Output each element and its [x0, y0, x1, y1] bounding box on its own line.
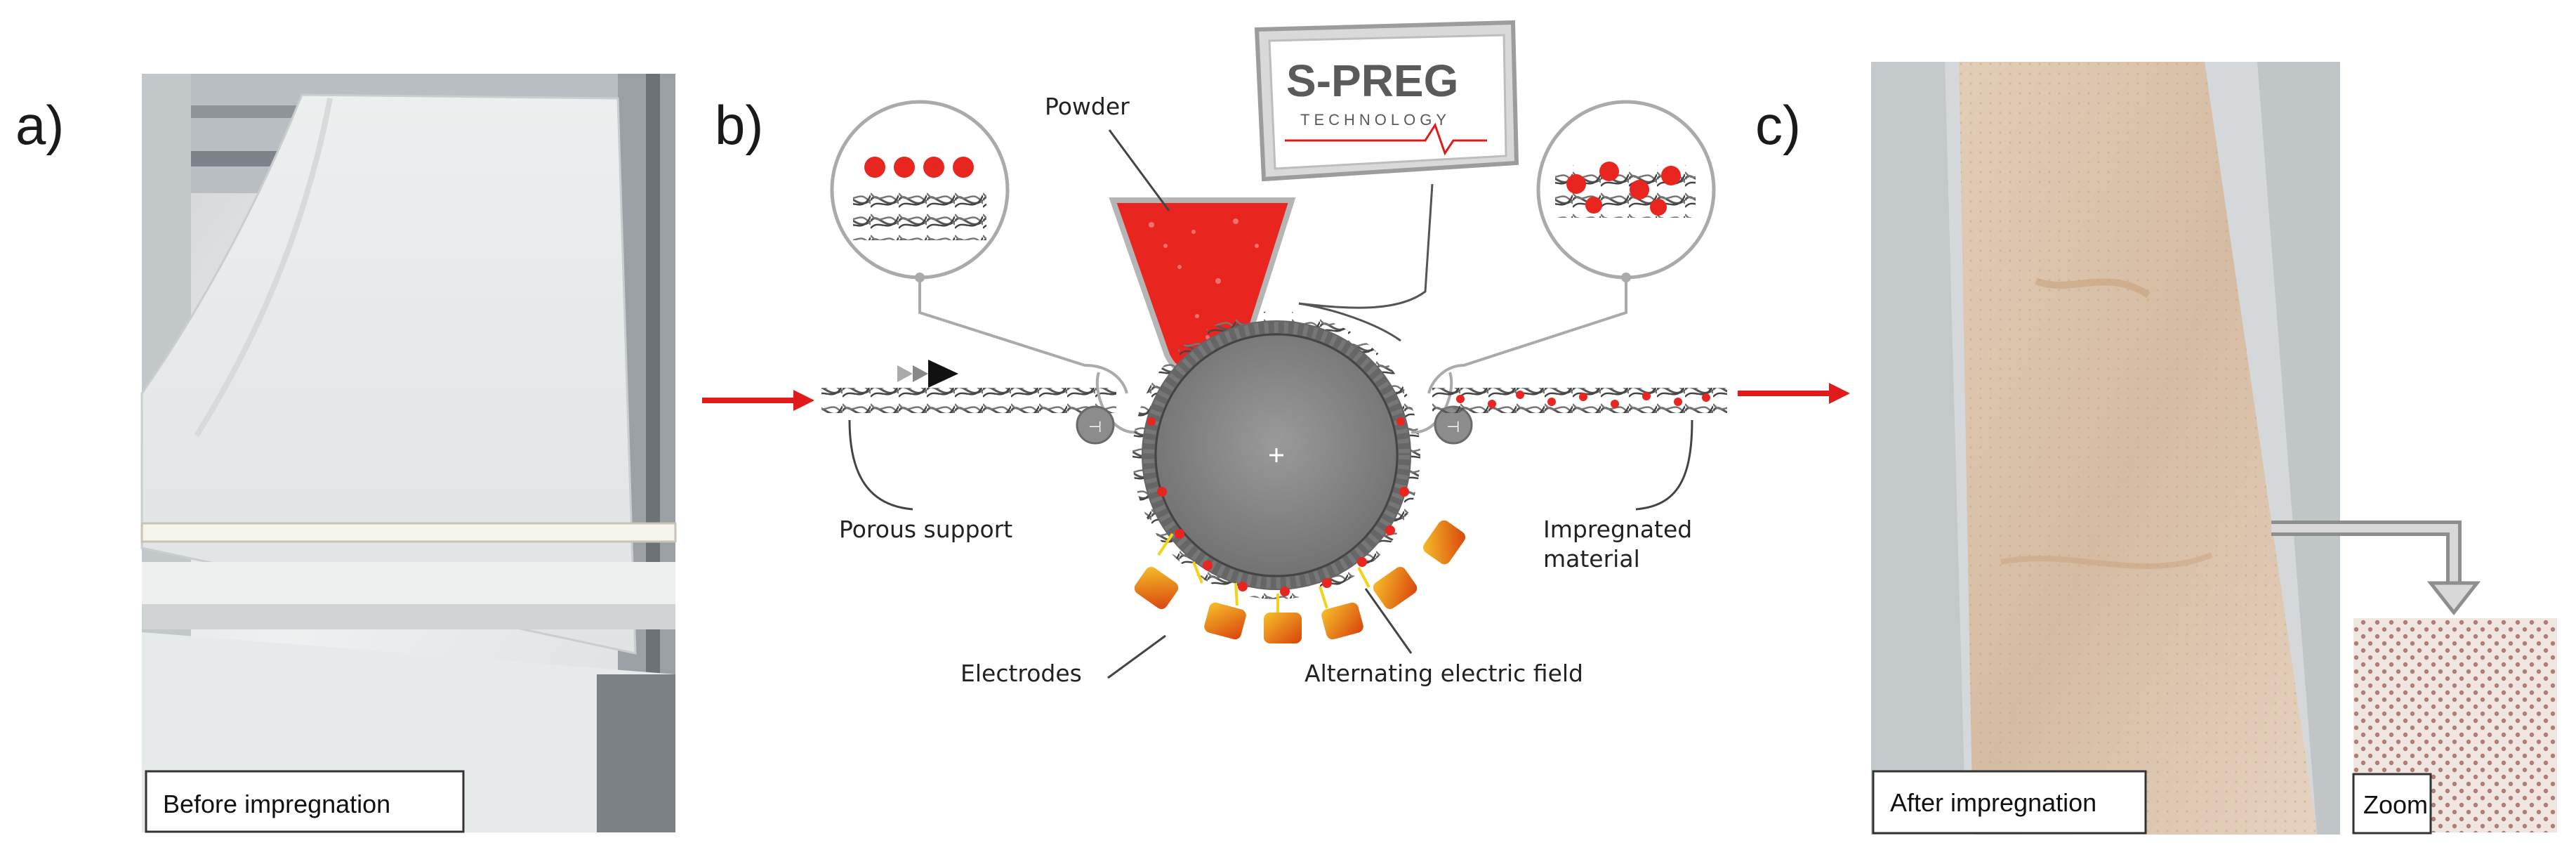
label-powder: Powder	[1045, 93, 1130, 120]
zoom-arrow-icon	[2271, 521, 2481, 616]
roller-icon: ⊣	[1076, 372, 1138, 445]
zoom-circle-right	[1536, 100, 1716, 280]
svg-text:Zoom: Zoom	[2363, 790, 2428, 819]
logo-bracket	[1298, 302, 1401, 342]
label-field: Alternating electric field	[1304, 660, 1583, 687]
label-impregnated-l2: material	[1543, 545, 1640, 573]
zoom-line-right	[1427, 277, 1627, 394]
impregnated-strip	[1432, 388, 1727, 413]
logo-main: S-PREG	[1286, 55, 1458, 106]
logo-sub: TECHNOLOGY	[1300, 111, 1451, 129]
svg-text:Before impregnation: Before impregnation	[163, 790, 390, 818]
caption-after: After impregnation	[1872, 770, 2147, 835]
field-pointer	[1364, 588, 1413, 654]
label-impregnated: Impregnated material	[1543, 516, 1700, 573]
label-porous-support: Porous support	[839, 516, 1012, 543]
electrodes-pointer	[1107, 634, 1166, 679]
logo-pointer-line	[1298, 183, 1434, 309]
photo-before-impregnation	[140, 74, 677, 832]
gear-drum-icon	[1132, 311, 1420, 615]
label-electrodes: Electrodes	[960, 660, 1082, 687]
porous-support-strip	[821, 388, 1116, 413]
panel-c-label: c)	[1755, 94, 1801, 156]
panel-b-label: b)	[715, 94, 763, 156]
panel-a-label: a)	[15, 94, 64, 156]
caption-zoom: Zoom	[2352, 773, 2432, 835]
label-impregnated-l1: Impregnated	[1543, 516, 1692, 543]
svg-text:⊣: ⊣	[1088, 419, 1102, 436]
photo-after-impregnation	[1871, 62, 2340, 835]
zoom-circle-left	[830, 100, 1010, 280]
powder-pointer	[1108, 129, 1170, 211]
logo-screen-icon: S-PREG TECHNOLOGY	[1254, 20, 1519, 182]
caption-before: Before impregnation	[145, 770, 465, 833]
electrode-icon	[1134, 520, 1465, 643]
zoom-line-left	[918, 277, 1128, 394]
direction-chevron-icon	[897, 360, 958, 388]
svg-text:After impregnation: After impregnation	[1890, 788, 2096, 817]
svg-text:⊣: ⊣	[1446, 419, 1460, 436]
